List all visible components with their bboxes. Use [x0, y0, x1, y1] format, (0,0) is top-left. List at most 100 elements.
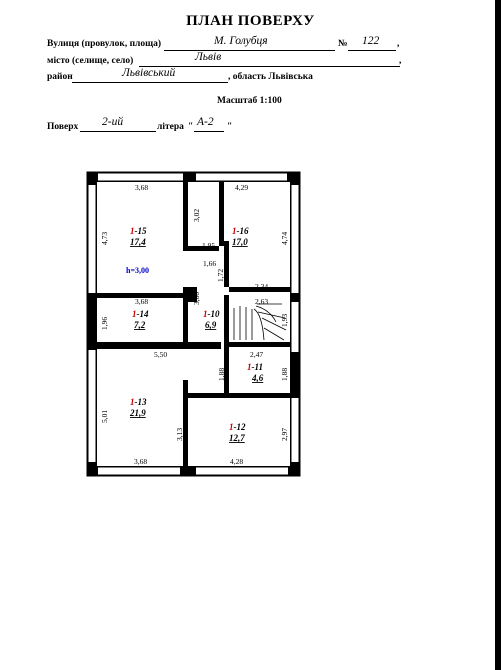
room-area: 12,7 [229, 433, 245, 443]
region-text: , область Львівська [228, 72, 313, 82]
dim-right-height-top: 4,74 [280, 232, 289, 245]
district-underline [72, 82, 228, 83]
room-id: -13 [135, 397, 147, 407]
wall-stair-bottom [224, 342, 290, 347]
floor-label: Поверх [47, 122, 79, 132]
city-value[interactable]: Львів [195, 51, 222, 63]
street-label: Вулиця (провулок, площа) [47, 39, 162, 49]
room-number: 1 [229, 422, 234, 432]
opening-top-right [196, 173, 287, 181]
dim-r11-width: 2,47 [250, 350, 263, 359]
letter-underline [194, 131, 224, 132]
room-number: 1 [130, 397, 135, 407]
stair-step [261, 317, 287, 331]
floor-value[interactable]: 2-ий [102, 116, 124, 128]
wall-r14-bottom [97, 342, 221, 349]
dim-bottom-left-width: 3,68 [134, 457, 147, 466]
room-16-label[interactable]: 1-16 17,0 [232, 226, 249, 247]
dim-r10-height: 3,80 [192, 292, 201, 305]
dim-corridor-step: 1,66 [203, 259, 216, 268]
stair-step [263, 327, 285, 341]
wall-top [87, 172, 300, 182]
room-id: -12 [234, 422, 246, 432]
openings [88, 173, 299, 475]
room-number: 1 [130, 226, 135, 236]
room-10-label[interactable]: 1-10 6,9 [203, 309, 220, 330]
district-label: район [47, 72, 73, 82]
wall-left [87, 172, 97, 476]
dim-r13-right-height: 3,13 [175, 428, 184, 441]
room-id: -14 [137, 309, 149, 319]
wall-r13-right [183, 380, 188, 466]
room-number: 1 [203, 309, 208, 319]
svg-text:1-11: 1-11 [247, 362, 263, 372]
letter-quote-open: " [188, 122, 194, 132]
dim-r14-height: 1,96 [100, 317, 109, 330]
floor-underline [80, 131, 156, 132]
street-comma: , [397, 39, 400, 49]
city-label: місто (селище, село) [47, 56, 134, 66]
svg-text:1-16: 1-16 [232, 226, 249, 236]
room-id: -15 [135, 226, 147, 236]
wall-corridor-right [224, 241, 229, 287]
street-value[interactable]: М. Голубця [214, 35, 268, 47]
room-12-label[interactable]: 1-12 12,7 [229, 422, 246, 443]
wall-r16-bottom [229, 287, 290, 292]
dim-r12-height: 2,97 [280, 428, 289, 441]
opening-right-bottom [291, 398, 299, 462]
room-id: -16 [237, 226, 249, 236]
dim-stair-top-width: 2,34 [255, 282, 268, 291]
svg-text:1-13: 1-13 [130, 397, 147, 407]
dim-r13-top-width: 5,50 [154, 350, 167, 359]
district-value[interactable]: Львівський [122, 67, 176, 79]
svg-text:1-14: 1-14 [132, 309, 149, 319]
opening-right-top [291, 185, 299, 293]
room-area: 4,6 [251, 373, 264, 383]
dim-r11-left-height: 1,88 [217, 368, 226, 381]
dim-left-height-top: 4,73 [100, 232, 109, 245]
staircase [233, 303, 287, 341]
letter-quote-close: " [227, 122, 233, 132]
dim-stair-width: 2,63 [255, 297, 268, 306]
dim-bottom-right-width: 4,28 [230, 457, 243, 466]
room-14-label[interactable]: 1-14 7,2 [132, 309, 149, 330]
number-underline [348, 50, 396, 51]
opening-bottom-left [98, 467, 180, 475]
opening-left-top [88, 185, 96, 293]
city-comma: , [399, 56, 402, 66]
wall-corridor-top [183, 246, 219, 251]
dim-top-left-width: 3,68 [135, 183, 148, 192]
opening-bottom-right [196, 467, 288, 475]
room-area: 6,9 [205, 320, 217, 330]
room-area: 21,9 [129, 408, 146, 418]
room-15-label[interactable]: 1-15 17,4 [130, 226, 147, 247]
page-edge-bar [495, 0, 501, 670]
dim-corridor-width: 1,95 [202, 241, 215, 250]
wall-r15-bottom [97, 293, 183, 298]
dim-stair-height: 1,93 [280, 314, 289, 327]
room-id: -10 [208, 309, 220, 319]
stair-curve [255, 305, 277, 323]
dim-left-height-bottom: 5,01 [100, 410, 109, 423]
room-labels: 1-15 17,4 1-16 17,0 1-14 7,2 1-10 6,9 1-… [129, 226, 264, 443]
number-value[interactable]: 122 [362, 35, 380, 47]
dim-top-right-width: 4,29 [235, 183, 248, 192]
room-area: 7,2 [134, 320, 146, 330]
svg-text:1-15: 1-15 [130, 226, 147, 236]
room-number: 1 [247, 362, 252, 372]
ceiling-height: h=3,00 [126, 266, 149, 275]
scale-label: Масштаб 1:100 [217, 96, 282, 106]
stair-curve [253, 308, 265, 341]
room-13-label[interactable]: 1-13 21,9 [129, 397, 147, 418]
room-11-label[interactable]: 1-11 4,6 [247, 362, 264, 383]
room-number: 1 [132, 309, 137, 319]
room-area: 17,4 [130, 237, 146, 247]
letter-label: літера [157, 122, 184, 132]
dimension-labels: 3,68 4,29 4,73 3,02 4,74 1,95 1,66 1,72 … [100, 183, 289, 466]
dim-r14-width: 3,68 [135, 297, 148, 306]
room-id: -11 [252, 362, 264, 372]
room-number: 1 [232, 226, 237, 236]
dim-corridor-height: 1,72 [216, 269, 225, 282]
letter-value[interactable]: А-2 [197, 116, 214, 128]
number-sign: № [338, 39, 348, 49]
